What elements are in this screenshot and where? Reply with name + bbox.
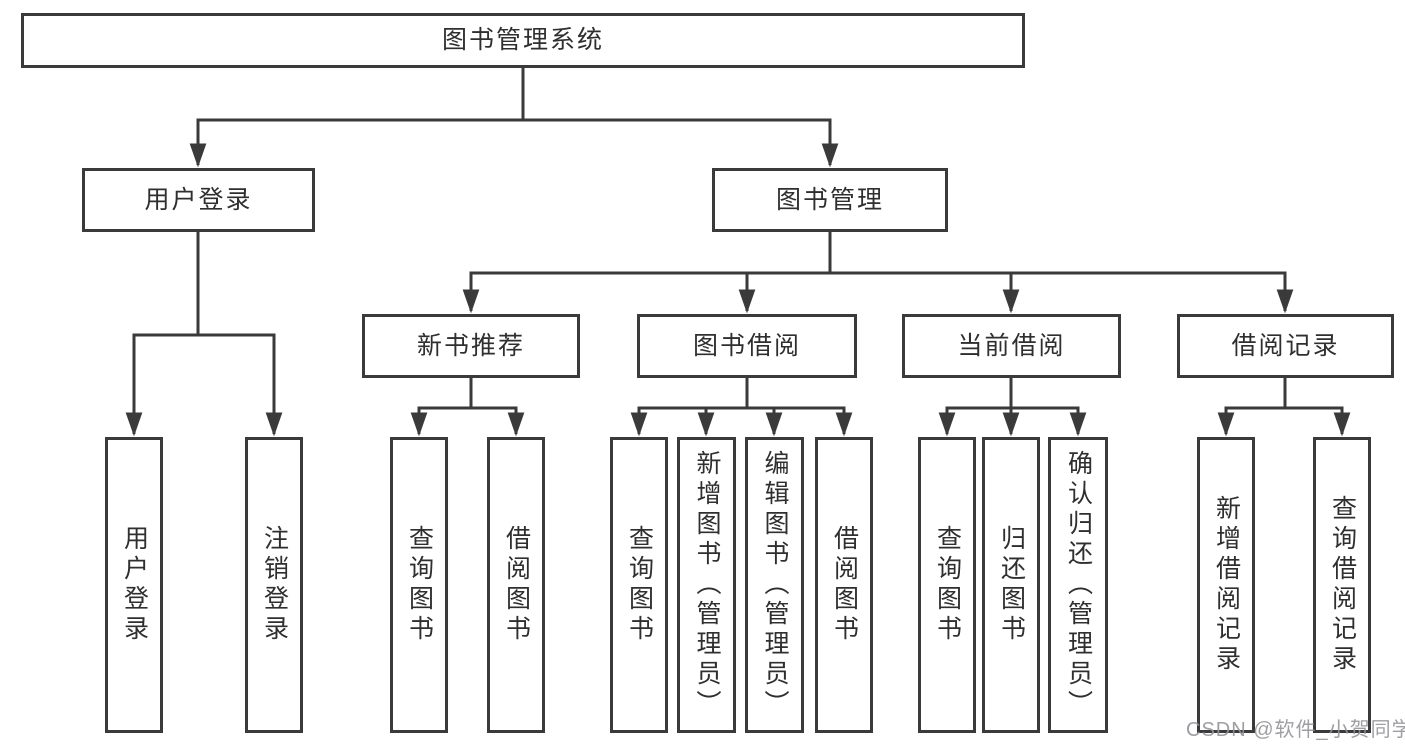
leaf-confirm-return-admin: 确认归还（管理员）	[1048, 437, 1108, 733]
node-user-login: 用户登录	[82, 168, 315, 232]
leaf-query-books-borrowing: 查询图书	[610, 437, 668, 733]
node-current-borrowing: 当前借阅	[902, 314, 1121, 378]
leaf-borrow-books-borrowing: 借阅图书	[815, 437, 873, 733]
node-new-book-recommendation: 新书推荐	[362, 314, 580, 378]
leaf-edit-book-admin: 编辑图书（管理员）	[745, 437, 804, 733]
node-book-borrowing: 图书借阅	[637, 314, 857, 378]
leaf-borrow-books-recommend: 借阅图书	[487, 437, 545, 733]
leaf-logout: 注销登录	[245, 437, 303, 733]
leaf-user-login: 用户登录	[105, 437, 163, 733]
leaf-query-borrow-record: 查询借阅记录	[1313, 437, 1371, 733]
node-borrowing-records: 借阅记录	[1177, 314, 1394, 378]
leaf-query-books-recommend: 查询图书	[390, 437, 448, 733]
leaf-add-book-admin: 新增图书（管理员）	[677, 437, 736, 733]
node-library-management-system: 图书管理系统	[21, 13, 1025, 68]
node-book-management: 图书管理	[712, 168, 948, 232]
leaf-return-books: 归还图书	[982, 437, 1040, 733]
csdn-watermark: CSDN @软件_小贺同学	[1186, 719, 1405, 741]
leaf-query-books-current: 查询图书	[918, 437, 976, 733]
leaf-add-borrow-record: 新增借阅记录	[1197, 437, 1255, 733]
